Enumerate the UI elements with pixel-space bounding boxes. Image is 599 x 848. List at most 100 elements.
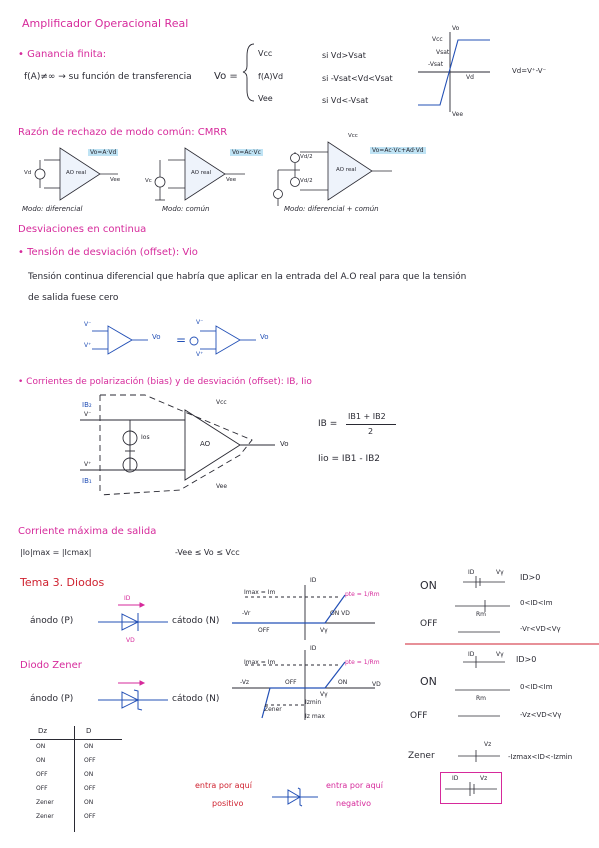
note-right-1: entra por aquí xyxy=(326,781,383,790)
subtitle-ganancia: • Ganancia finita: xyxy=(18,49,107,60)
subtitle-bias: • Corrientes de polarización (bias) y de… xyxy=(18,377,312,387)
cmrr-amp1-label: AO real xyxy=(66,170,87,176)
table-cell-d: OFF xyxy=(84,813,96,820)
table-cell-dz: OFF xyxy=(36,771,48,778)
r-cond1: ID>0 xyxy=(520,573,541,582)
transfer-graph xyxy=(418,32,490,112)
diode-symbol-1 xyxy=(98,602,168,631)
g1-vy: Vγ xyxy=(320,627,328,634)
g1-id: ID xyxy=(310,577,317,584)
r-cond1c: -Vr<VD<Vγ xyxy=(520,625,561,633)
offset-vplus-1: V⁺ xyxy=(84,342,92,349)
g2-izmin: Izmin xyxy=(305,699,322,706)
table-cell-d: ON xyxy=(84,771,94,778)
diode-models xyxy=(445,576,510,796)
cmrr-vee2: Vee xyxy=(226,177,237,183)
cmrr-vc-label: Vc xyxy=(145,178,152,184)
bias-ios: Ios xyxy=(141,434,150,441)
case2-value: f(A)Vd xyxy=(258,72,284,81)
g1-vr: -Vr xyxy=(242,610,251,617)
cmrr-vee1: Vee xyxy=(110,177,121,183)
graph-vee-label: Vee xyxy=(452,111,464,118)
ib-denominator: 2 xyxy=(368,427,374,436)
vo-label: Vo = xyxy=(214,71,238,82)
diode-catodo: cátodo (N) xyxy=(172,616,220,626)
cmrr-vd2a-label: Vd/2 xyxy=(300,154,313,160)
table-header-line xyxy=(30,739,122,740)
r-vy2: Vγ xyxy=(496,651,504,658)
cmrr-amp3-label: AO real xyxy=(336,167,357,173)
diode-vd-label: VD xyxy=(126,637,135,644)
r-on1: ON xyxy=(420,579,437,592)
g2-izmax: Iz max xyxy=(305,713,325,720)
bias-ib2: IB₂ xyxy=(82,401,92,409)
section-title-cmrr: Razón de rechazo de modo común: CMRR xyxy=(18,127,228,138)
r-cond2: ID>0 xyxy=(516,655,537,664)
table-cell-d: ON xyxy=(84,799,94,806)
offset-vminus-1: V⁻ xyxy=(84,321,92,328)
table-cell-dz: OFF xyxy=(36,785,48,792)
note-left-2: positivo xyxy=(212,799,244,808)
vd-definition: Vd=V⁺-V⁻ xyxy=(512,67,547,75)
ib-numerator: IB1 + IB2 xyxy=(348,412,386,421)
offset-vo-1: Vo xyxy=(152,333,161,341)
note-right-2: negativo xyxy=(336,799,371,808)
bias-circuit xyxy=(80,394,275,496)
graph-nvsat-label: -Vsat xyxy=(428,61,444,68)
iio-eq: Iio = IB1 - IB2 xyxy=(318,454,381,464)
graph-vcc-label: Vcc xyxy=(432,36,443,43)
corr-eq2: -Vee ≤ Vo ≤ Vcc xyxy=(175,548,240,557)
r-on2: ON xyxy=(420,675,437,688)
g1-off: OFF xyxy=(258,627,270,634)
case3-value: Vee xyxy=(258,94,273,103)
zener-model-box xyxy=(440,772,502,804)
section-title-desviaciones: Desviaciones en continua xyxy=(18,224,147,235)
diode-iv-graph xyxy=(232,585,375,640)
g2-pte: pte = 1/Rm xyxy=(345,659,380,666)
bias-vcc: Vcc xyxy=(216,399,227,406)
subtitle-zener: Diodo Zener xyxy=(20,660,82,671)
g2-vz: -Vz xyxy=(240,679,250,686)
cmrr-caption-3: Modo: diferencial + común xyxy=(284,205,379,213)
g2-off: OFF xyxy=(285,679,297,686)
section-title-diodos: Tema 3. Diodos xyxy=(20,576,105,589)
diode-id-label: ID xyxy=(124,595,131,602)
cmrr-vcc3: Vcc xyxy=(348,133,358,139)
case1-cond: si Vd>Vsat xyxy=(322,51,366,60)
subtitle-offset: • Tensión de desviación (offset): Vio xyxy=(18,247,198,258)
bias-vo: Vo xyxy=(280,440,289,448)
bias-vee: Vee xyxy=(216,483,228,490)
bias-vminus: V⁻ xyxy=(84,411,92,418)
g2-vd: VD xyxy=(372,681,381,688)
cmrr-box1: Vo=A·Vd xyxy=(88,149,119,156)
g2-imax: Imax = Im xyxy=(244,659,276,666)
r-rm2: Rm xyxy=(476,695,487,702)
cmrr-box2: Vo=Ac·Vc xyxy=(230,149,263,156)
r-rm1: Rm xyxy=(476,611,487,618)
cases-brace xyxy=(242,43,255,102)
table-cell-d: ON xyxy=(84,743,94,750)
diode-anodo: ánodo (P) xyxy=(30,616,74,626)
cmrr-box3: Vo=Ac·Vc+Ad·Vd xyxy=(370,147,426,154)
g1-on-vd: ON VD xyxy=(330,610,350,617)
bias-ao-label: AO xyxy=(200,440,211,448)
table-cell-d: OFF xyxy=(84,757,96,764)
table-divider xyxy=(74,726,75,832)
corr-eq1: |Io|max = |Icmax| xyxy=(20,548,92,557)
r-cond2c: -Vz<VD<Vγ xyxy=(520,711,562,719)
r-cond2d: -Izmax<ID<-Izmin xyxy=(508,753,573,761)
cmrr-caption-2: Modo: común xyxy=(162,205,210,213)
table-cell-dz: ON xyxy=(36,757,46,764)
offset-desc-2: de salida fuese cero xyxy=(28,293,119,303)
g2-zener: Zener xyxy=(264,706,282,713)
cmrr-vd2b-label: Vd/2 xyxy=(300,178,313,184)
r-vy1: Vγ xyxy=(496,569,504,576)
table-header-dz: Dz xyxy=(38,727,48,735)
graph-vo-label: Vo xyxy=(452,25,460,32)
r-box-id: ID xyxy=(452,775,459,782)
ib-eq-label: IB = xyxy=(318,419,338,429)
offset-vminus-2: V⁻ xyxy=(196,319,204,326)
bias-ib1: IB₁ xyxy=(82,477,92,485)
cmrr-caption-1: Modo: diferencial xyxy=(22,205,83,213)
r-off1: OFF xyxy=(420,619,438,629)
